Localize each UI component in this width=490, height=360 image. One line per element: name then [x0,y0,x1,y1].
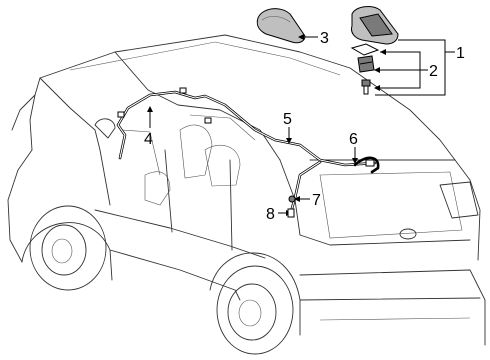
callout-label-7: 7 [312,192,321,209]
grommet-part [287,208,295,218]
callout-label-4: 4 [144,131,153,148]
antenna-assembly-part [351,6,399,45]
antenna-pad-part [350,43,380,56]
antenna-bolt-part [361,79,371,95]
callout-label-2: 2 [429,63,438,80]
vehicle-outline [7,34,486,355]
callout-label-6: 6 [349,131,358,148]
leader-lines [147,34,455,216]
callout-label-3: 3 [320,30,329,47]
callout-label-5: 5 [283,111,292,128]
callout-label-8: 8 [266,206,275,223]
callout-label-1: 1 [456,45,465,62]
antenna-base-part [357,55,375,73]
antenna-cover-part [256,8,306,44]
antenna-wire-harness [116,87,380,217]
clamp-part [288,195,296,203]
